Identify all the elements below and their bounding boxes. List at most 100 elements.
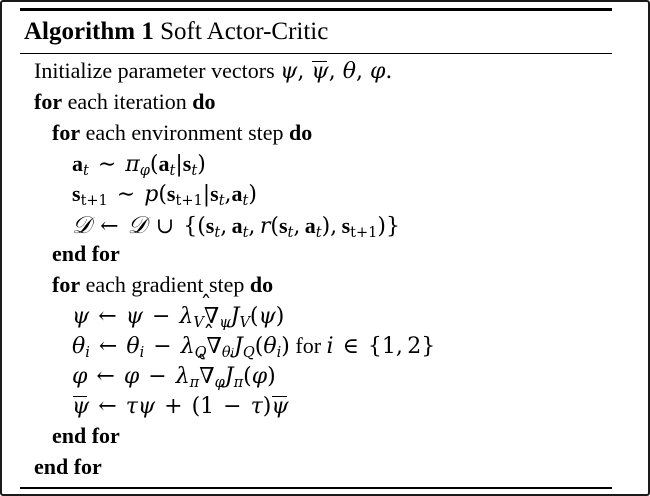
subscript-psi: ψ bbox=[219, 314, 231, 331]
lbrace: { bbox=[183, 213, 198, 239]
operator-minus: − bbox=[151, 303, 171, 329]
algorithm-line-end-for-iteration: end for bbox=[20, 453, 612, 487]
symbol-psi: ψ bbox=[125, 303, 143, 329]
operator-gets: ← bbox=[98, 333, 118, 359]
operator-sim: ∼ bbox=[97, 151, 117, 177]
conditional-bar: | bbox=[175, 151, 183, 177]
symbol-psi-bar: ψ bbox=[311, 58, 329, 84]
rbrace: } bbox=[385, 213, 400, 239]
comma: , bbox=[248, 213, 260, 239]
keyword-end-for-iteration: end for bbox=[34, 453, 102, 479]
comma: , bbox=[224, 181, 232, 207]
comma-1: , bbox=[297, 58, 312, 84]
algorithm-line-end-for-env-step: end for bbox=[20, 242, 612, 274]
comma: , bbox=[395, 333, 408, 359]
loop-body-iteration: each iteration bbox=[67, 88, 187, 114]
subscript-t: t bbox=[315, 224, 322, 241]
subscript-phi: φ bbox=[214, 374, 225, 391]
comma: , bbox=[293, 213, 305, 239]
algorithm-bottom-rule bbox=[20, 486, 612, 489]
operator-gets: ← bbox=[100, 213, 119, 239]
objective-J: J bbox=[230, 303, 240, 329]
loop-body-gradient-step: each gradient step bbox=[85, 271, 245, 297]
subscript-t: t bbox=[191, 162, 198, 179]
algorithm-line-update-theta: θi ← θi − λQ∇θiJQ(θi) for i ∈ {1, 2} bbox=[20, 325, 612, 365]
reward-function-r: r bbox=[259, 213, 271, 239]
algorithm-line-replay-buffer-update: 𝒟 ← 𝒟 ∪ {(st, at, r(st, at), st+1)} bbox=[20, 213, 612, 243]
lparen: ( bbox=[149, 151, 159, 177]
subscript-pi: π bbox=[233, 374, 244, 391]
rparen: ) bbox=[281, 333, 290, 359]
algorithm-line-for-env-step: for each environment step do bbox=[20, 119, 612, 153]
algorithm-line-update-psi: ψ ← ψ − λV∇ψJV(ψ) bbox=[20, 295, 612, 335]
lparen: ( bbox=[254, 333, 264, 359]
vector-s: s bbox=[166, 180, 176, 206]
keyword-for-gradient-step: for bbox=[52, 271, 81, 297]
symbol-tau: τ bbox=[125, 393, 138, 419]
init-lead-text: Initialize parameter vectors bbox=[34, 57, 275, 83]
subscript-theta: θ bbox=[221, 344, 231, 361]
symbol-theta: θ bbox=[126, 333, 140, 359]
loop-body-env-step: each environment step bbox=[85, 119, 284, 145]
vector-a: a bbox=[231, 212, 243, 238]
vector-s: s bbox=[341, 212, 351, 238]
lparen: ( bbox=[191, 393, 201, 419]
rparen: ) bbox=[262, 393, 272, 419]
operator-minus: − bbox=[148, 363, 167, 389]
calligraphic-D: 𝒟 bbox=[72, 210, 92, 239]
keyword-do-iteration: do bbox=[192, 88, 216, 114]
operator-plus: + bbox=[164, 393, 183, 419]
operator-in: ∈ bbox=[342, 333, 359, 359]
operator-gets: ← bbox=[96, 363, 115, 389]
algorithm-caption-rule bbox=[20, 52, 612, 54]
nabla-hat-icon: ∇ bbox=[207, 325, 223, 358]
index-value-2: 2 bbox=[407, 333, 422, 359]
objective-J: J bbox=[224, 363, 234, 389]
rparen: ) bbox=[197, 151, 206, 177]
rparen: ) bbox=[377, 213, 386, 239]
keyword-for-env-step: for bbox=[52, 119, 81, 145]
subscript-t-plus-1: t+1 bbox=[80, 192, 108, 209]
rparen: ) bbox=[321, 213, 331, 239]
operator-union: ∪ bbox=[155, 213, 175, 239]
vector-a: a bbox=[158, 150, 170, 176]
conditional-bar: | bbox=[202, 181, 211, 207]
subscript-t: t bbox=[214, 224, 221, 241]
index-i: i bbox=[326, 333, 334, 359]
subscript-V: V bbox=[193, 314, 204, 331]
algorithm-caption: Algorithm 1 Soft Actor-Critic bbox=[20, 11, 612, 53]
algorithm-line-sample-next-state: st+1 ∼ p(st+1|st,at) bbox=[20, 180, 612, 213]
subscript-t: t bbox=[218, 192, 225, 209]
index-value-1: 1 bbox=[381, 333, 396, 359]
subscript-t: t bbox=[242, 192, 249, 209]
keyword-end-for-gradient-step: end for bbox=[52, 422, 120, 448]
symbol-psi-bar: ψ bbox=[72, 393, 90, 419]
symbol-phi: φ bbox=[251, 363, 268, 389]
keyword-do-gradient-step: do bbox=[249, 271, 274, 297]
lparen: ( bbox=[243, 363, 252, 389]
calligraphic-D: 𝒟 bbox=[127, 210, 147, 239]
symbol-tau: τ bbox=[250, 393, 263, 419]
symbol-lambda: λ bbox=[175, 363, 190, 389]
algorithm-line-for-iteration: for each iteration do bbox=[20, 88, 612, 122]
algorithm-line-for-gradient-step: for each gradient step do bbox=[20, 271, 612, 305]
operator-gets: ← bbox=[98, 393, 117, 419]
symbol-lambda: λ bbox=[179, 303, 194, 329]
keyword-for-iteration: for bbox=[34, 88, 63, 114]
algorithm-line-init: Initialize parameter vectors ψ, ψ, θ, φ. bbox=[20, 57, 612, 91]
operator-minus: − bbox=[223, 393, 242, 419]
subscript-t: t bbox=[83, 162, 89, 179]
vector-s: s bbox=[278, 212, 288, 238]
lbrace: { bbox=[367, 333, 382, 359]
symbol-pi: π bbox=[125, 151, 140, 177]
algorithm-body: Initialize parameter vectors ψ, ψ, θ, φ.… bbox=[20, 54, 612, 487]
symbol-psi: ψ bbox=[258, 303, 276, 329]
algorithm-title: Soft Actor-Critic bbox=[160, 18, 329, 45]
subscript-i: i bbox=[139, 344, 145, 361]
vector-s: s bbox=[72, 180, 81, 206]
symbol-theta: θ bbox=[342, 58, 356, 84]
symbol-phi: φ bbox=[72, 363, 88, 389]
symbol-theta: θ bbox=[263, 333, 277, 359]
vector-s: s bbox=[205, 212, 215, 238]
vector-s: s bbox=[182, 150, 192, 176]
